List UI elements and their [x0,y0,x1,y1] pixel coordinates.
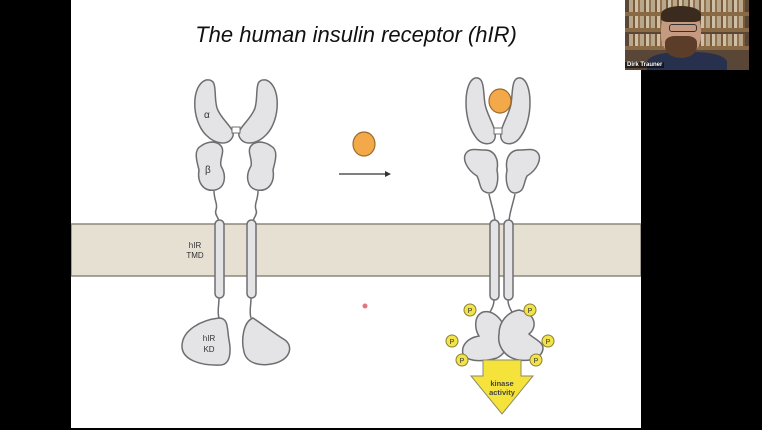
kinase-domain-right [241,317,291,366]
alpha-subunit-left [194,79,234,144]
phosphate-group: P [541,334,555,348]
bound-insulin [488,88,512,114]
tmd-helix-left-active [489,219,500,301]
tmd-label-line1: hIR [189,241,202,250]
beta-subunit-right [246,141,277,191]
slide-title: The human insulin receptor (hIR) [195,22,517,47]
kinase-domain-right-active [497,309,544,362]
participant-name: Dirk Trauner [625,62,665,68]
alpha-subunit-right-active [500,77,531,145]
alpha-label: α [204,110,210,121]
tmd-helix-right [246,219,257,299]
svg-text:P: P [460,358,465,365]
svg-text:P: P [534,358,539,365]
svg-text:P: P [546,339,551,346]
insulin-receptor-diagram: α β hIR TMD hIR KD ki [71,77,641,415]
kinase-domain-left [181,317,231,366]
svg-text:P: P [450,339,455,346]
person-hair [661,6,701,22]
person-glasses [669,24,697,32]
svg-text:P: P [468,308,473,315]
kinase-label-line2: activity [489,388,516,397]
phosphate-group: P [463,303,477,317]
kd-label-line1: hIR [203,334,216,343]
beta-subunit-left-active [463,148,499,194]
phosphate-groups: P P P P P P [445,303,555,367]
beta-label: β [205,165,211,176]
inactive-receptor [181,79,291,366]
kd-label-line2: KD [203,345,214,354]
tmd-label-line2: TMD [186,251,204,260]
alpha-subunit-left-active [465,77,496,145]
presentation-slide: The human insulin receptor (hIR) [71,0,641,428]
tmd-helix-left [214,219,225,299]
tmd-helix-right-active [503,219,514,301]
beta-subunit-right-active [505,148,541,194]
beta-subunit-left [195,141,226,191]
phosphate-group: P [523,303,537,317]
insulin-molecule [352,131,376,157]
binding-arrow-head [385,171,391,177]
participant-video-thumbnail[interactable]: Dirk Trauner [625,0,749,70]
phosphate-group: P [529,353,543,367]
cell-membrane [71,223,641,277]
laser-pointer [362,303,368,309]
person-beard [665,36,697,58]
kinase-activity-arrow [469,359,535,415]
phosphate-group: P [445,334,459,348]
active-receptor [461,77,544,362]
person-shirt [647,52,727,70]
kinase-label-line1: kinase [490,379,513,388]
alpha-subunit-right [238,79,278,144]
svg-text:P: P [528,308,533,315]
phosphate-group: P [455,353,469,367]
